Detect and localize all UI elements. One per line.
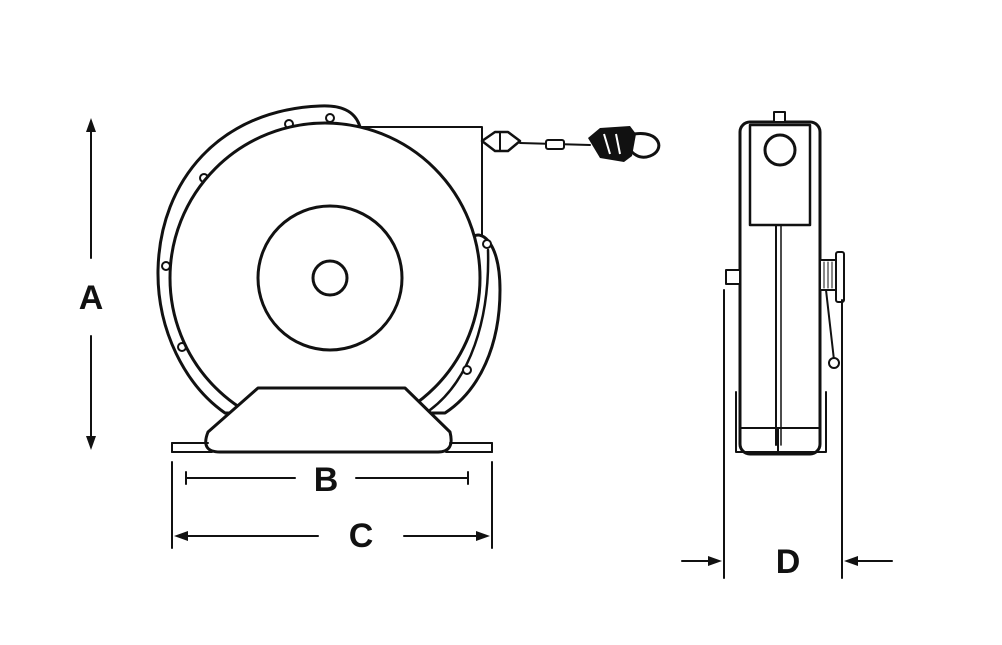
dim-a-arrow-bottom — [86, 436, 96, 450]
label-b: B — [307, 463, 345, 497]
label-a: A — [72, 281, 110, 315]
side-top-nub — [773, 111, 786, 123]
rim-bolt-2 — [325, 113, 335, 123]
front-view — [156, 104, 661, 454]
dim-d-arrow-left — [708, 556, 722, 566]
dimension-a — [86, 118, 96, 450]
side-crank-plate — [835, 251, 845, 303]
end-fitting-loop — [630, 132, 661, 159]
base-foot — [204, 386, 453, 454]
label-c: C — [342, 519, 380, 553]
rim-bolt-7 — [482, 239, 492, 249]
side-port — [763, 133, 797, 167]
cable-stop — [545, 139, 565, 150]
rim-bolt-6 — [462, 365, 472, 375]
dim-c-arrow-left — [174, 531, 188, 541]
end-fitting-line-2 — [615, 133, 621, 155]
dim-c-arrow-right — [476, 531, 490, 541]
end-fitting — [588, 126, 636, 162]
dimension-b — [185, 471, 469, 485]
end-fitting-line — [603, 133, 611, 155]
dimension-c — [171, 461, 493, 549]
hub-center — [311, 259, 349, 297]
side-body — [738, 120, 822, 456]
side-top-block — [748, 123, 812, 227]
side-base — [735, 391, 827, 453]
side-crank-arm — [825, 289, 835, 361]
dim-d-arrow-right — [844, 556, 858, 566]
dimension-d — [681, 289, 893, 579]
rim-right — [428, 248, 490, 412]
label-d: D — [769, 545, 807, 579]
dim-a-arrow-top — [86, 118, 96, 132]
side-left-nub — [725, 269, 741, 285]
side-view — [725, 111, 845, 456]
side-crank-knob — [828, 357, 840, 369]
